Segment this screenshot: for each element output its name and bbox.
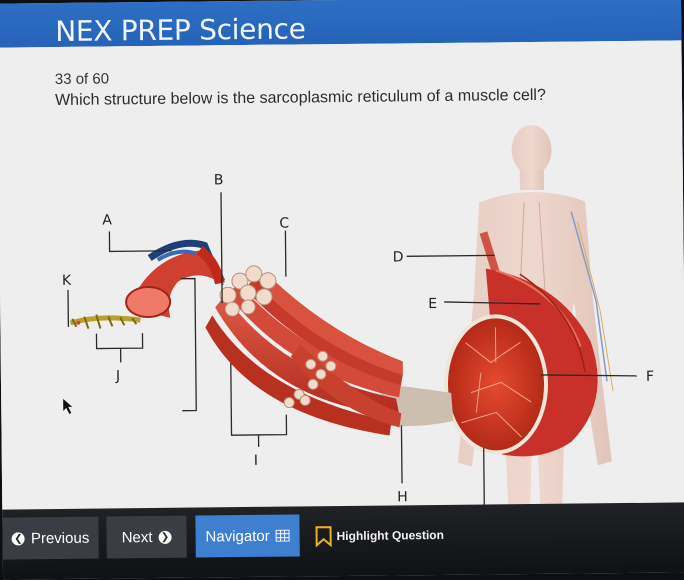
grid-icon: [276, 530, 290, 542]
label-a: A: [102, 212, 112, 228]
highlight-label: Highlight Question: [337, 528, 444, 543]
muscle-anatomy-diagram: A B C D E F H I J K: [0, 40, 684, 509]
mouse-cursor-icon: [63, 399, 72, 414]
label-i: I: [254, 453, 258, 469]
footer-toolbar: ❮ Previous Next ❯ Navigator Highlight Qu…: [2, 502, 684, 579]
arrow-right-icon: ❯: [158, 530, 171, 543]
next-button[interactable]: Next ❯: [106, 516, 186, 559]
muscle-fiber: [126, 243, 225, 318]
arrow-left-icon: ❮: [12, 532, 25, 545]
navigator-label: Navigator: [205, 527, 269, 545]
label-e: E: [428, 296, 437, 312]
label-f: F: [646, 369, 654, 385]
label-k: K: [62, 273, 72, 289]
next-label: Next: [122, 528, 153, 545]
label-j: J: [115, 368, 120, 384]
label-h: H: [397, 489, 408, 505]
label-c: C: [279, 216, 289, 232]
navigator-button[interactable]: Navigator: [195, 514, 299, 557]
fascicle-bundle: [205, 264, 404, 437]
label-b: B: [214, 172, 224, 188]
highlight-question-button[interactable]: Highlight Question: [314, 517, 464, 555]
previous-button[interactable]: ❮ Previous: [2, 517, 98, 560]
question-area: 33 of 60 Which structure below is the sa…: [0, 40, 684, 509]
header-bar: NEX PREP Science: [0, 0, 681, 48]
label-d: D: [393, 249, 404, 265]
bookmark-icon: [314, 525, 332, 547]
previous-label: Previous: [31, 529, 90, 547]
myofibril: [70, 314, 140, 329]
